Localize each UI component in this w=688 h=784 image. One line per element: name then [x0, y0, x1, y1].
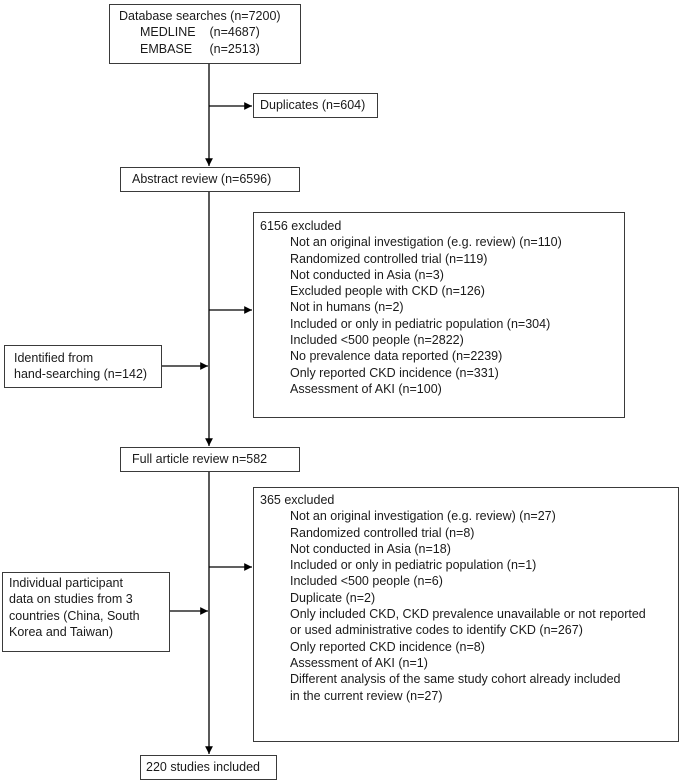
abstract-exclusions-box: 6156 excluded Not an original investigat… — [253, 212, 625, 418]
ipd-line: Individual participant — [9, 576, 123, 590]
exclusion-reason: Different analysis of the same study coh… — [290, 672, 621, 687]
ipd-line: Korea and Taiwan) — [9, 624, 114, 639]
exclusion-reason: Included or only in pediatric population… — [290, 558, 537, 573]
embase-count: EMBASE (n=2513) — [140, 41, 260, 56]
exclusion-reason: Only reported CKD incidence (n=8) — [290, 639, 485, 654]
exclusion-reason: Assessment of AKI (n=100) — [290, 381, 442, 396]
exclusion-reason: Only reported CKD incidence (n=331) — [290, 365, 499, 380]
exclusion-reason: or used administrative codes to identify… — [290, 623, 583, 638]
hand-searching-box: Identified from hand-searching (n=142) — [4, 345, 162, 388]
exclusion-reason: No prevalence data reported (n=2239) — [290, 349, 503, 364]
medline-count: MEDLINE (n=4687) — [140, 25, 260, 40]
exclusion-reason: Excluded people with CKD (n=126) — [290, 284, 485, 299]
ipd-line: countries (China, South — [9, 608, 140, 623]
exclusion-reason: Randomized controlled trial (n=8) — [290, 525, 475, 540]
full-text-exclusions-title: 365 excluded — [260, 493, 335, 507]
duplicates-label: Duplicates (n=604) — [260, 98, 366, 112]
full-article-review-label: Full article review n=582 — [132, 452, 268, 466]
studies-included-label: 220 studies included — [146, 760, 260, 774]
full-text-exclusions-box: 365 excluded Not an original investigati… — [253, 487, 679, 742]
exclusion-reason: Not conducted in Asia (n=3) — [290, 267, 444, 282]
database-searches-box: Database searches (n=7200) MEDLINE (n=46… — [109, 4, 301, 64]
exclusion-reason: Not an original investigation (e.g. revi… — [290, 509, 556, 524]
exclusion-reason: Included or only in pediatric population… — [290, 316, 551, 331]
exclusion-reason: Randomized controlled trial (n=119) — [290, 251, 488, 266]
exclusion-reason: Only included CKD, CKD prevalence unavai… — [290, 607, 646, 622]
abstract-review-box: Abstract review (n=6596) — [120, 167, 300, 192]
exclusion-reason: Included <500 people (n=6) — [290, 574, 443, 589]
abstract-review-label: Abstract review (n=6596) — [132, 172, 272, 186]
hand-searching-label: Identified from — [14, 351, 94, 365]
hand-searching-count: hand-searching (n=142) — [14, 367, 148, 382]
duplicates-box: Duplicates (n=604) — [253, 93, 378, 118]
exclusion-reason: Duplicate (n=2) — [290, 590, 376, 605]
exclusion-reason: Not in humans (n=2) — [290, 300, 404, 315]
exclusion-reason: in the current review (n=27) — [290, 688, 443, 703]
exclusion-reason: Included <500 people (n=2822) — [290, 333, 464, 348]
abstract-exclusions-title: 6156 excluded — [260, 219, 342, 233]
exclusion-reason: Not an original investigation (e.g. revi… — [290, 235, 562, 250]
ipd-line: data on studies from 3 — [9, 592, 133, 607]
studies-included-box: 220 studies included — [140, 755, 277, 780]
individual-participant-data-box: Individual participant data on studies f… — [2, 572, 170, 652]
exclusion-reason: Not conducted in Asia (n=18) — [290, 541, 451, 556]
database-searches-label: Database searches (n=7200) — [119, 9, 281, 23]
full-article-review-box: Full article review n=582 — [120, 447, 300, 472]
exclusion-reason: Assessment of AKI (n=1) — [290, 655, 428, 670]
